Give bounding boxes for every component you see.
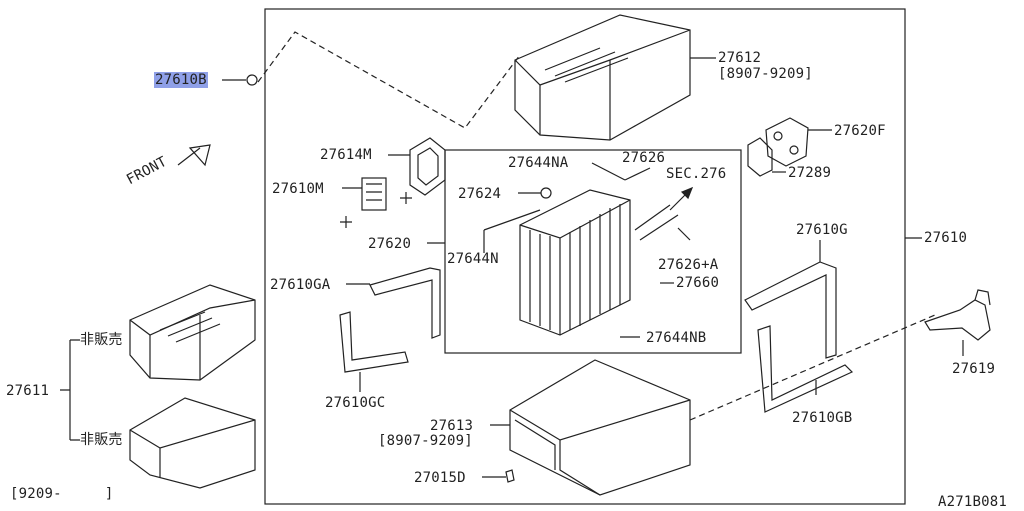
label-27624[interactable]: 27624 xyxy=(458,186,502,202)
clip-27610B-part xyxy=(246,74,258,86)
label-27610GC[interactable]: 27610GC xyxy=(325,395,386,411)
assembly-frame xyxy=(264,8,906,505)
label-27289[interactable]: 27289 xyxy=(788,165,832,181)
label-27644NA[interactable]: 27644NA xyxy=(508,155,569,171)
label-27610GB[interactable]: 27610GB xyxy=(792,410,853,426)
label-27613[interactable]: 27613 xyxy=(430,418,474,434)
label-27015D[interactable]: 27015D xyxy=(414,470,466,486)
sec-arrow xyxy=(669,186,694,211)
front-arrow xyxy=(177,144,211,167)
label-27611[interactable]: 27611 xyxy=(6,383,50,399)
gasket-27289-part xyxy=(747,137,773,177)
dashed-leader-27619 xyxy=(689,314,936,421)
label-not-for-sale-1: 非販売 xyxy=(80,332,123,348)
label-date-range: [9209- ] xyxy=(10,486,114,502)
seal-27610GB-part xyxy=(757,325,854,413)
label-27644NB[interactable]: 27644NB xyxy=(646,330,707,346)
seal-27610G-part xyxy=(744,261,837,359)
label-sec276[interactable]: SEC.276 xyxy=(666,166,727,182)
label-27612[interactable]: 27612 xyxy=(718,50,762,66)
label-27610[interactable]: 27610 xyxy=(924,230,968,246)
gasket-27614M-part xyxy=(409,137,446,196)
label-27610G[interactable]: 27610G xyxy=(796,222,848,238)
label-27610M[interactable]: 27610M xyxy=(272,181,324,197)
label-27613-date: [8907-9209] xyxy=(378,433,473,449)
drain-hose-27619-part xyxy=(924,289,991,341)
label-27614M[interactable]: 27614M xyxy=(320,147,372,163)
label-27660[interactable]: 27660 xyxy=(676,275,720,291)
seal-27610GC-part xyxy=(339,311,409,373)
diagram-code: A271B081 xyxy=(938,494,1008,510)
lower-case-27613-part xyxy=(509,359,691,496)
label-27610GA[interactable]: 27610GA xyxy=(270,277,331,293)
seal-27610GA-part xyxy=(369,267,441,339)
evaporator-core-part xyxy=(519,187,679,336)
label-27626A[interactable]: 27626+A xyxy=(658,257,719,273)
clip-27015D-part xyxy=(505,469,515,483)
case-assembly-lower-part xyxy=(129,397,256,489)
label-27644N[interactable]: 27644N xyxy=(447,251,499,267)
actuator-27610M-part xyxy=(340,177,412,228)
label-not-for-sale-2: 非販売 xyxy=(80,432,123,448)
resistor-27620F-part xyxy=(765,117,809,167)
label-27620F[interactable]: 27620F xyxy=(834,123,886,139)
evaporator-box xyxy=(444,149,742,354)
dashed-leader-27610B xyxy=(257,31,521,129)
label-27612-date: [8907-9209] xyxy=(718,66,813,82)
bracket-27611 xyxy=(60,339,80,441)
label-27619[interactable]: 27619 xyxy=(952,361,996,377)
upper-case-27612-part xyxy=(514,14,691,141)
case-assembly-upper-part xyxy=(129,284,256,381)
label-27610B[interactable]: 27610B xyxy=(154,72,208,88)
label-27620[interactable]: 27620 xyxy=(368,236,412,252)
label-27626[interactable]: 27626 xyxy=(622,150,666,166)
